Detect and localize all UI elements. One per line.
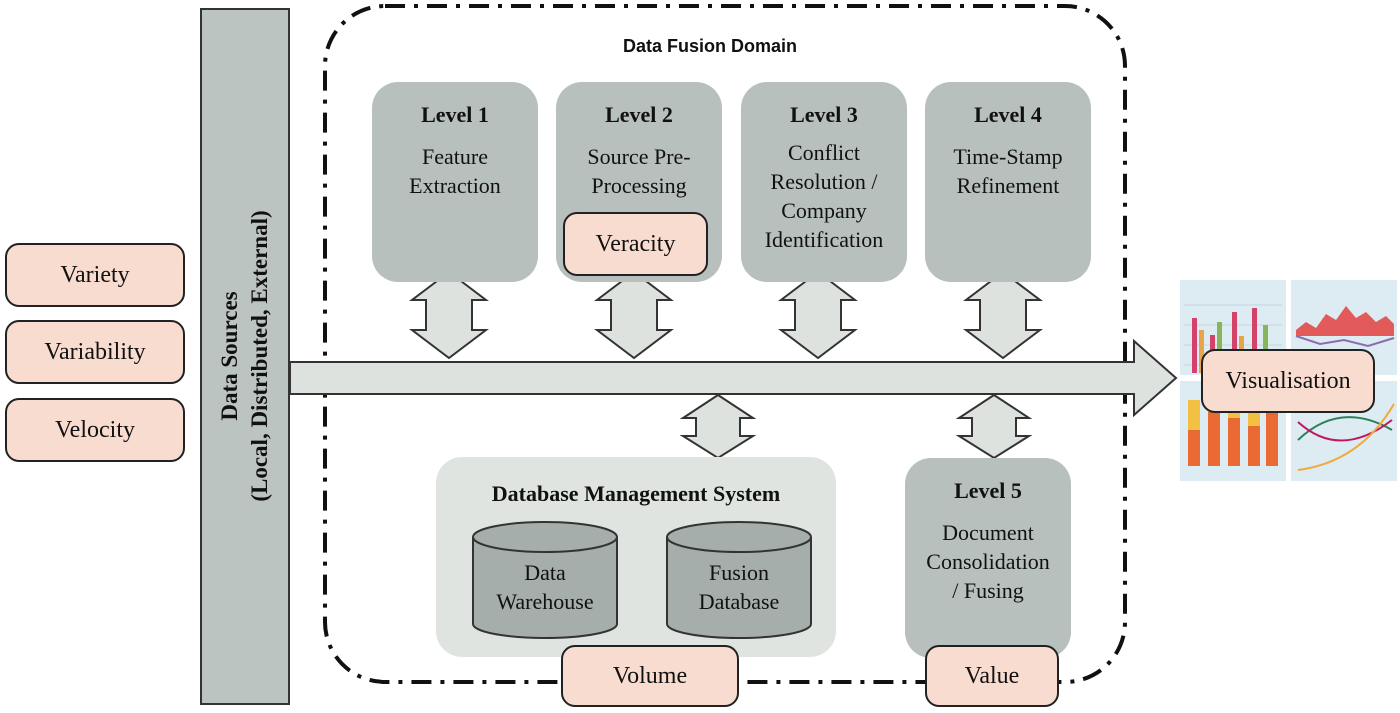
volume-box: Volume xyxy=(561,645,739,707)
characteristic-variety: Variety xyxy=(5,243,185,307)
visualisation-box: Visualisation xyxy=(1201,349,1375,413)
veracity-box: Veracity xyxy=(563,212,708,276)
level-1-box: Level 1 Feature Extraction xyxy=(372,82,538,282)
level-desc-line: Company xyxy=(781,198,867,223)
level-title: Level 2 xyxy=(605,102,673,127)
volume-label: Volume xyxy=(612,662,688,689)
level-desc-line: Source Pre- xyxy=(587,144,691,169)
double-arrow-level4 xyxy=(963,270,1043,360)
level-desc-line: Refinement xyxy=(956,173,1060,198)
data-sources-bar xyxy=(200,8,290,705)
level-desc-line: / Fusing xyxy=(952,578,1024,603)
level-title: Level 4 xyxy=(974,102,1042,127)
level-desc-line: Conflict xyxy=(787,140,861,165)
fusion-database-cylinder-top xyxy=(666,521,812,553)
level-desc-line: Identification xyxy=(764,227,884,252)
value-label: Value xyxy=(964,662,1020,689)
data-warehouse-cylinder-top xyxy=(472,521,618,553)
level-3-box: Level 3 Conflict Resolution / Company Id… xyxy=(741,82,907,282)
level-5-box: Level 5 Document Consolidation / Fusing xyxy=(905,458,1071,658)
store-label-line: Warehouse xyxy=(496,589,594,614)
store-label-line: Database xyxy=(698,589,780,614)
level-desc-line: Document xyxy=(942,520,1034,545)
store-label-line: Fusion xyxy=(709,560,769,585)
characteristic-label: Variability xyxy=(44,338,146,365)
double-arrow-level3 xyxy=(778,270,858,360)
level-title: Level 1 xyxy=(421,102,489,127)
fusion-database-cylinder xyxy=(666,537,812,639)
level-desc-line: Time-Stamp xyxy=(953,144,1063,169)
level-title: Level 5 xyxy=(954,478,1022,503)
level-4-box: Level 4 Time-Stamp Refinement xyxy=(925,82,1091,282)
dbms-title: Database Management System xyxy=(491,481,781,506)
store-label-line: Data xyxy=(524,560,566,585)
level-title: Level 3 xyxy=(790,102,858,127)
level-desc-line: Processing xyxy=(591,173,687,198)
data-warehouse-label: Data Warehouse xyxy=(473,558,617,616)
fusion-database-label: Fusion Database xyxy=(667,558,811,616)
characteristic-variability: Variability xyxy=(5,320,185,384)
characteristic-velocity: Velocity xyxy=(5,398,185,462)
main-flow-arrow xyxy=(289,338,1178,418)
data-warehouse-cylinder xyxy=(472,537,618,639)
veracity-label: Veracity xyxy=(595,230,676,257)
double-arrow-level1 xyxy=(409,270,489,360)
level-desc-line: Consolidation xyxy=(926,549,1050,574)
double-arrow-level2 xyxy=(594,270,674,360)
level-desc-line: Extraction xyxy=(409,173,501,198)
characteristic-label: Variety xyxy=(60,261,130,288)
fusion-domain-title: Data Fusion Domain xyxy=(622,36,797,56)
value-box: Value xyxy=(925,645,1059,707)
level-desc-line: Feature xyxy=(422,144,488,169)
visualisation-label: Visualisation xyxy=(1225,367,1351,394)
level-desc-line: Resolution / xyxy=(770,169,878,194)
characteristic-label: Velocity xyxy=(55,416,135,443)
